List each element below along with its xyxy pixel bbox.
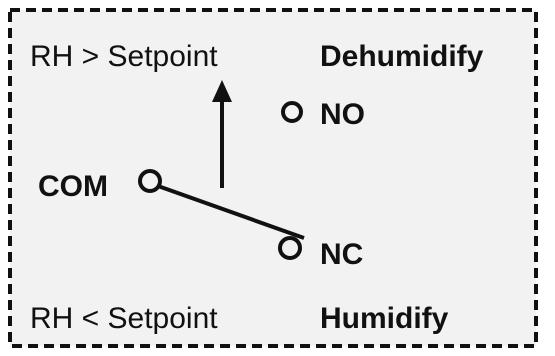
no-terminal-label: NO	[320, 98, 365, 131]
panel-background	[8, 8, 538, 348]
bottom-action-label: Humidify	[320, 302, 449, 335]
switch-arm	[157, 184, 305, 240]
nc-terminal-label: NC	[320, 238, 363, 271]
com-terminal-label: COM	[38, 170, 108, 203]
top-action-label: Dehumidify	[320, 40, 484, 73]
switch-direction-arrowhead	[212, 80, 232, 102]
com-terminal-icon	[138, 169, 162, 193]
bottom-condition-label: RH < Setpoint	[30, 302, 218, 335]
top-condition-label: RH > Setpoint	[30, 40, 218, 73]
no-terminal-icon	[281, 101, 303, 123]
nc-terminal-icon	[278, 236, 302, 260]
